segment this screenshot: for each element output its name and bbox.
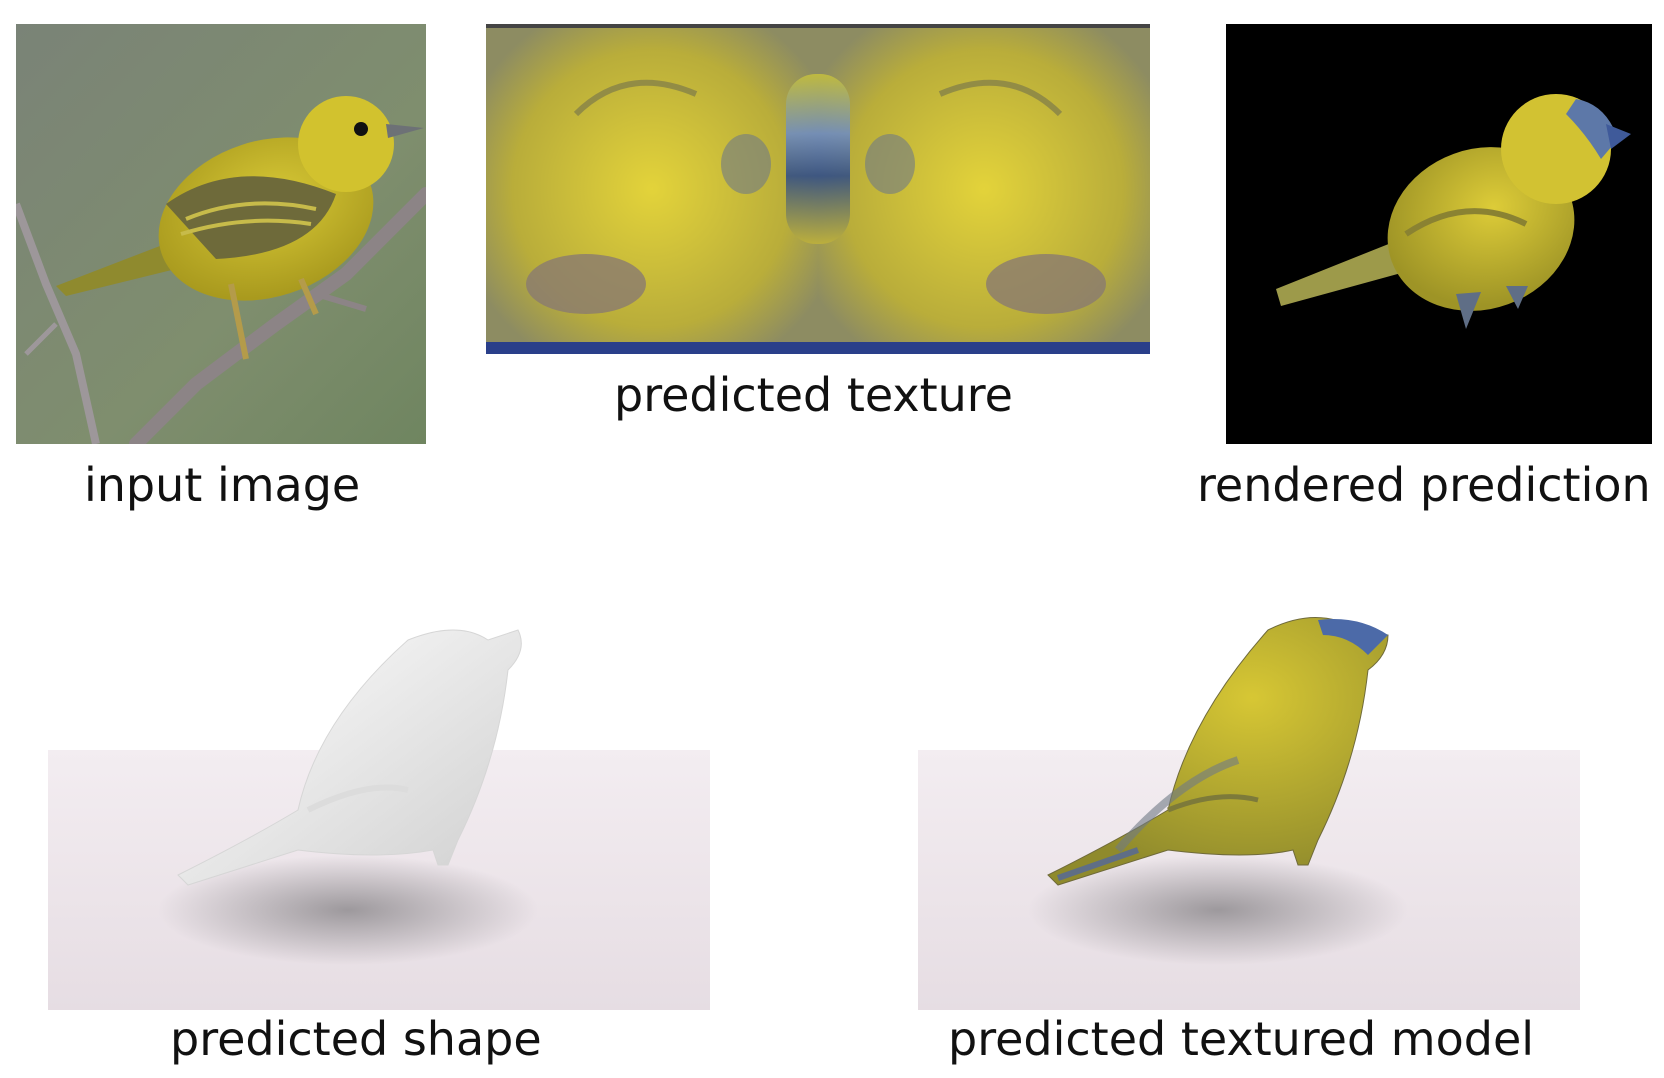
predicted-textured-mesh bbox=[918, 610, 1580, 1010]
predicted-shape-panel bbox=[48, 610, 710, 1010]
predicted-texture-caption: predicted texture bbox=[614, 368, 1013, 422]
input-image-caption: input image bbox=[84, 458, 361, 512]
rendered-prediction-caption: rendered prediction bbox=[1197, 458, 1651, 512]
predicted-texture-panel bbox=[486, 24, 1150, 354]
input-image-panel bbox=[16, 24, 426, 444]
predicted-shape-caption: predicted shape bbox=[170, 1012, 542, 1066]
rendered-bird bbox=[1226, 24, 1652, 444]
predicted-texture-map bbox=[486, 24, 1150, 354]
predicted-textured-model-caption: predicted textured model bbox=[948, 1012, 1535, 1066]
rendered-prediction-panel bbox=[1226, 24, 1652, 444]
input-bird-photo bbox=[16, 24, 426, 444]
predicted-shape-mesh bbox=[48, 610, 710, 1010]
predicted-textured-model-panel bbox=[918, 610, 1580, 1010]
